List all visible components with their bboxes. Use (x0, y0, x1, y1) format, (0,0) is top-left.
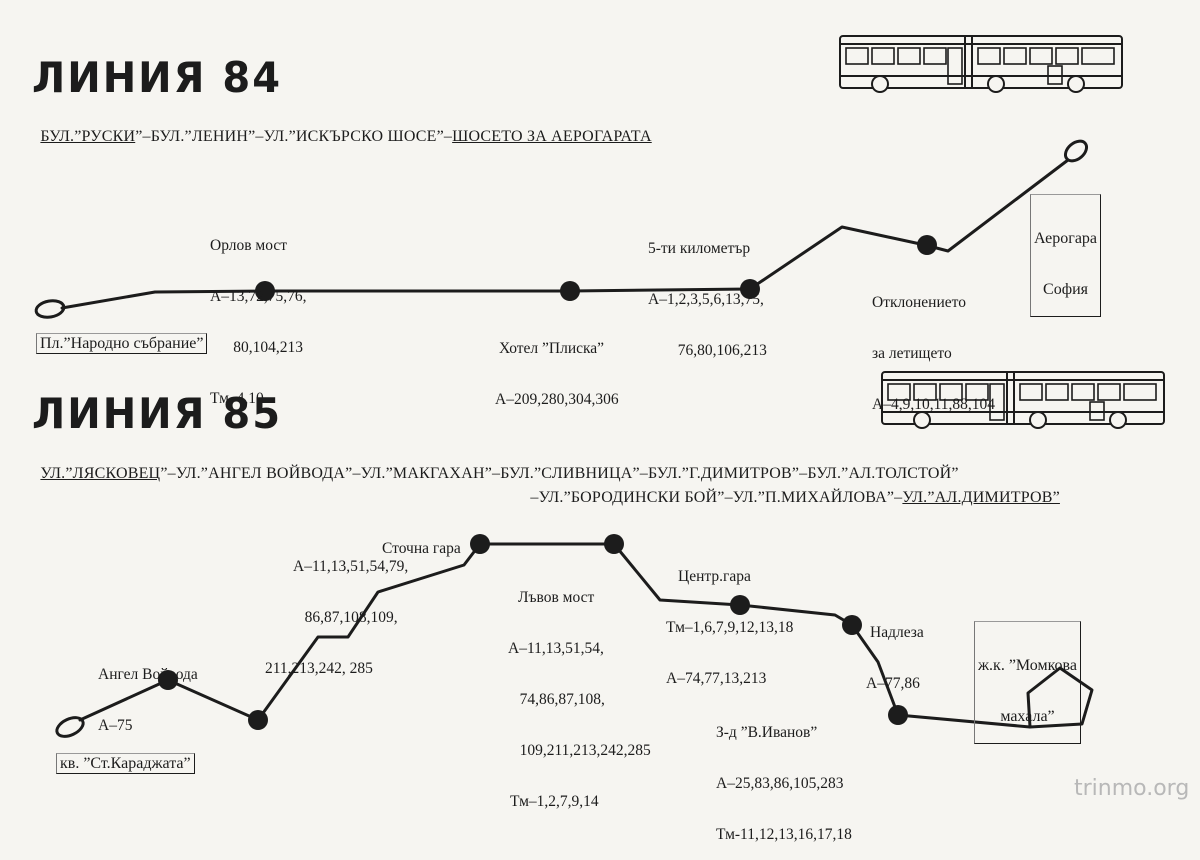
stop-lines: 74,86,87,108, (508, 691, 605, 708)
line84-end-terminal: Аерогара София (1030, 194, 1102, 317)
stop-tsentr-gara: Центр.гара Тм–1,6,7,9,12,13,18 А–74,77,1… (666, 534, 793, 704)
stop-name: Хотел ”Плиска” (499, 340, 605, 357)
line85-path (78, 542, 1032, 729)
stop-lines: Тм–4,10 (210, 390, 264, 407)
route-segment: ШОСЕТО ЗА АЕРОГАРАТА (452, 128, 652, 145)
stop-orlov-most: Орлов мост А–13,72,75,76, 80,104,213 Тм–… (210, 203, 306, 424)
line84-end-loop (1063, 139, 1089, 163)
stop-dot-zd-vivanov (888, 705, 908, 725)
stop-name: 5-ти километър (648, 240, 751, 257)
stop-lines: А–209,280,304,306 (495, 391, 619, 408)
route-segment: БУЛ.”РУСКИ (40, 128, 136, 145)
stop-dot-lavov-most (604, 534, 624, 554)
stop-lines: А–25,83,86,105,283 (716, 775, 844, 792)
line84-title: ЛИНИЯ 84 (32, 54, 283, 103)
stop-zd-vivanov: З-д ”В.Иванов” А–25,83,86,105,283 Тм-11,… (716, 690, 852, 860)
stop-otklonenieto: Отклонението за летището А–4,9,10,11,88,… (872, 260, 995, 430)
terminal-line: махала” (1000, 708, 1055, 725)
route-segment: УЛ.”АЛ.ДИМИТРОВ” (902, 489, 1060, 506)
route-segment: УЛ.”ЛЯСКОВЕЦ (40, 465, 161, 482)
stop-lines: Тм–1,6,7,9,12,13,18 (666, 619, 794, 636)
route-segment: ”–УЛ.”АНГЕЛ ВОЙВОДА”–УЛ.”МАКГАХАН”–БУЛ.”… (160, 465, 959, 482)
line85-start-loop (55, 716, 85, 738)
stop-dot-angel-voyvoda (158, 670, 178, 690)
stop-nadleza: Надлеза А–77,86 (866, 590, 924, 709)
stop-name: Ангел Войвода (98, 666, 198, 683)
bus-icon (839, 35, 1123, 93)
stop-dot-orlov-most (255, 281, 275, 301)
line85-route-2: –УЛ.”БОРОДИНСКИ БОЙ”–УЛ.”П.МИХАЙЛОВА”–УЛ… (522, 471, 1060, 507)
stop-5ti-kilometar: 5-ти километър А–1,2,3,5,6,13,75, 76,80,… (648, 206, 767, 376)
stop-name: Центр.гара (678, 568, 751, 585)
stop-lines: А–1,2,3,5,6,13,75, (648, 291, 764, 308)
terminal-line: Аерогара (1034, 230, 1098, 247)
line85-end-terminal: ж.к. ”Момкова махала” (974, 621, 1081, 744)
route-segment: ”–БУЛ.”ЛЕНИН”–УЛ.”ИСКЪРСКО ШОСЕ”– (135, 128, 453, 145)
bus-icon (881, 371, 1165, 429)
stop-lines: Тм–1,2,7,9,14 (510, 793, 599, 810)
stop-stochna-gara: Сточна гара (382, 506, 461, 574)
stop-lines: А–4,9,10,11,88,104 (872, 396, 995, 413)
line84-start-loop (34, 299, 66, 319)
stop-stochna-gara-lines: А–11,13,51,54,79, 86,87,108,109, 211,213… (265, 524, 409, 694)
watermark: trinmo.org (1074, 776, 1190, 801)
stop-lines: Тм-11,12,13,16,17,18 (716, 826, 852, 843)
line85-start-terminal: кв. ”Ст.Караджата” (56, 753, 195, 774)
terminal-line: ж.к. ”Момкова (978, 657, 1077, 674)
stop-dot-stochna-gara (470, 534, 490, 554)
stop-dot-nadleza (842, 615, 862, 635)
stop-lines: 211,213,242, 285 (265, 660, 373, 677)
line85-route-1: УЛ.”ЛЯСКОВЕЦ”–УЛ.”АНГЕЛ ВОЙВОДА”–УЛ.”МАК… (32, 447, 959, 483)
stop-lines: А–75 (98, 717, 133, 734)
stop-lines: 86,87,108,109, (293, 609, 398, 626)
stop-lines: А–11,13,51,54,79, (293, 558, 409, 575)
terminal-line: София (1043, 281, 1088, 298)
stop-lines: А–77,86 (866, 675, 920, 692)
route-map (34, 35, 1165, 738)
stop-lavov-most: Лъвов мост А–11,13,51,54, 74,86,87,108, … (508, 555, 651, 827)
stop-name: Орлов мост (210, 237, 288, 254)
stop-dot-hotel-pliska (560, 281, 580, 301)
stop-lines: 109,211,213,242,285 (508, 742, 651, 759)
route-segment: –УЛ.”БОРОДИНСКИ БОЙ”–УЛ.”П.МИХАЙЛОВА”– (530, 489, 903, 506)
stop-lines: А–13,72,75,76, (210, 288, 307, 305)
stop-dot-otklonenieto (917, 235, 937, 255)
stop-dot-unnamed (248, 710, 268, 730)
stop-lines: А–74,77,13,213 (666, 670, 767, 687)
stop-hotel-pliska: Хотел ”Плиска” А–209,280,304,306 (495, 306, 619, 425)
stop-lines: 76,80,106,213 (670, 342, 767, 359)
stop-name: Лъвов мост (518, 589, 595, 606)
line84-route: БУЛ.”РУСКИ”–БУЛ.”ЛЕНИН”–УЛ.”ИСКЪРСКО ШОС… (32, 110, 652, 146)
line85-title: ЛИНИЯ 85 (32, 390, 283, 439)
line84-start-terminal: Пл.”Народно събрание” (36, 333, 208, 354)
stop-name: Отклонението (872, 294, 966, 311)
stop-dot-5ti-km (740, 279, 760, 299)
stop-dot-tsentr-gara (730, 595, 750, 615)
stop-lines: А–11,13,51,54, (508, 640, 604, 657)
stop-name: за летището (872, 345, 952, 362)
stop-name: Надлеза (870, 624, 924, 641)
stop-name: Сточна гара (382, 540, 461, 557)
line85-end-loop (1026, 666, 1094, 729)
stop-lines: 80,104,213 (210, 339, 303, 356)
stop-name: З-д ”В.Иванов” (716, 724, 818, 741)
stop-angel-voyvoda: Ангел Войвода А–75 (98, 632, 198, 751)
